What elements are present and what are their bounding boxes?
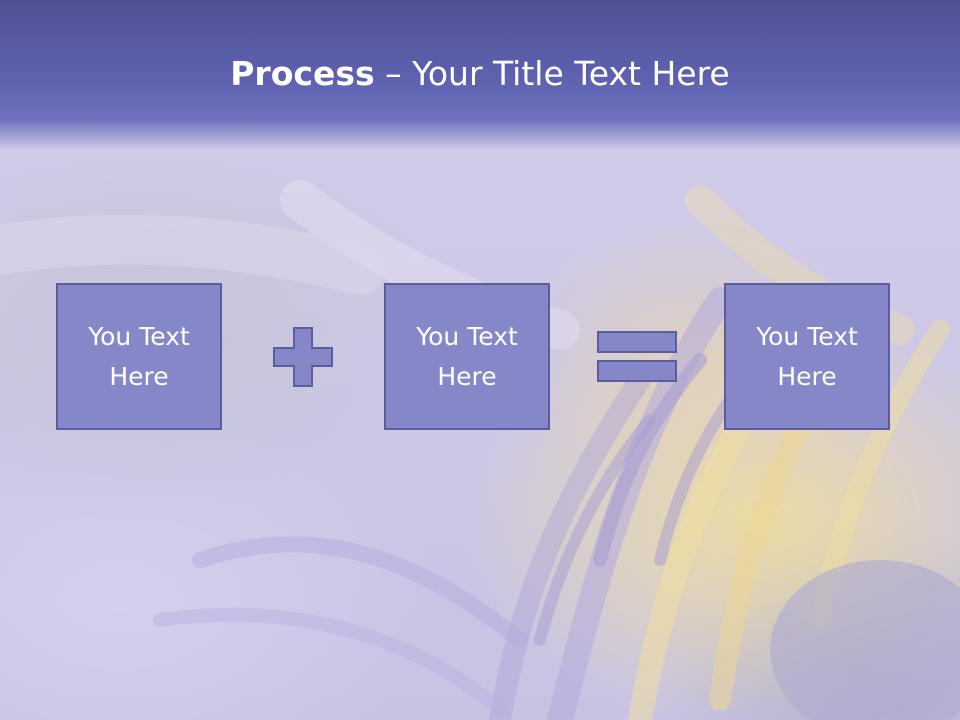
title-rest: Your Title Text Here [412, 54, 730, 93]
process-box-label: You Text Here [88, 321, 190, 391]
process-box-1[interactable]: You Text Here [56, 283, 222, 430]
title-bold: Process [230, 54, 375, 93]
title-band [0, 0, 960, 150]
plus-icon [273, 327, 333, 387]
equals-icon [597, 331, 677, 382]
process-box-label: You Text Here [756, 321, 858, 391]
process-box-2[interactable]: You Text Here [384, 283, 550, 430]
slide-title[interactable]: Process – Your Title Text Here [0, 52, 960, 96]
title-separator: – [374, 54, 413, 93]
process-box-label: You Text Here [416, 321, 518, 391]
process-box-3[interactable]: You Text Here [724, 283, 890, 430]
